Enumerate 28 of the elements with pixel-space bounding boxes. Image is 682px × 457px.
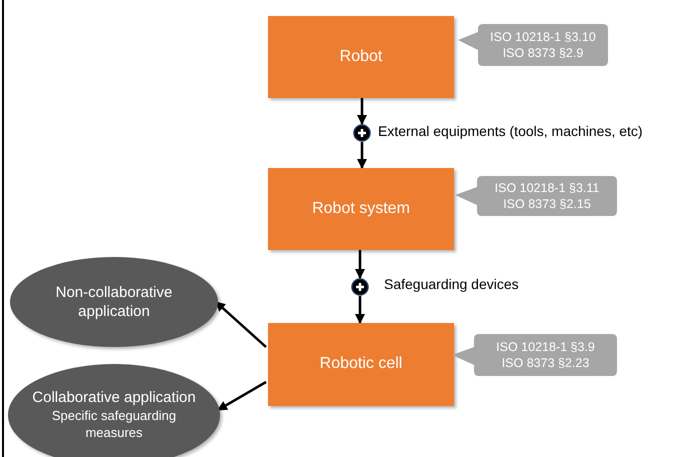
arrow [355,296,365,324]
reference-text: ISO 10218-1 §3.10 [490,28,596,45]
reference-text: ISO 8373 §2.15 [503,196,591,212]
reference-callout [455,176,617,216]
plus-icon [351,278,369,296]
annotation-text: External equipments (tools, machines, etc) [378,123,643,139]
node-label: Robot system [312,198,410,219]
arrow [357,98,367,125]
reference-text: ISO 10218-1 §3.9 [496,338,595,355]
node-note: Specific safeguarding measures [50,408,178,442]
reference-text: ISO 8373 §2.23 [502,355,590,372]
annotation-text: Safeguarding devices [384,276,519,292]
arrow [357,142,367,169]
arrow [217,380,267,412]
node-label: Robot [340,46,382,67]
reference-callout [456,24,608,66]
plus-icon [353,124,371,142]
node-label: Non-collaborative application [54,282,174,322]
arrow [355,250,365,279]
arrow [215,301,267,348]
reference-text: ISO 8373 §2.9 [502,45,584,62]
reference-text: ISO 10218-1 §3.11 [494,180,600,196]
process-box [268,323,454,406]
node-label: Collaborative application [32,388,196,408]
reference-callout [452,334,617,376]
process-box [268,16,454,98]
node-label: Robotic cell [320,354,402,374]
process-box [268,168,454,250]
